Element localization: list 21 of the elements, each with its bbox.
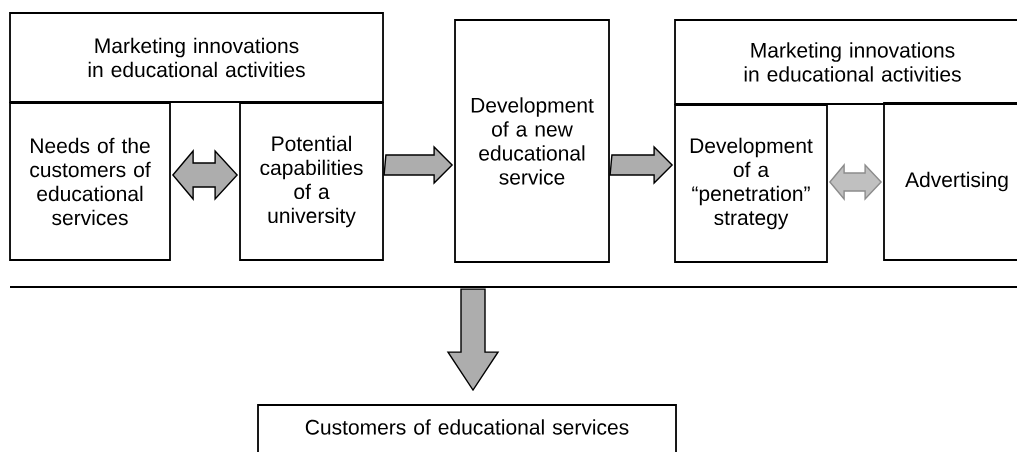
block-arrow bbox=[383, 145, 454, 185]
box-text: Needs of the customers of educational services bbox=[30, 137, 151, 226]
box-text: Customers of educational services bbox=[305, 419, 629, 435]
process-box bbox=[9, 12, 384, 103]
block-arrow bbox=[829, 163, 883, 201]
process-box bbox=[257, 404, 677, 452]
block-arrow bbox=[446, 288, 500, 392]
process-box bbox=[9, 102, 171, 261]
process-box bbox=[454, 19, 610, 263]
block-arrow bbox=[172, 149, 239, 201]
box-text: Marketing innovations in educational activities bbox=[88, 37, 305, 78]
process-box bbox=[239, 102, 384, 261]
box-text: Advertising bbox=[905, 171, 1008, 192]
process-box bbox=[674, 104, 828, 263]
box-text: Potential capabilities of a university bbox=[260, 135, 363, 228]
box-text: Development of a new educational service bbox=[471, 97, 594, 185]
process-box bbox=[883, 102, 1017, 261]
process-box bbox=[674, 19, 1017, 105]
box-text: Marketing innovations in educational activities bbox=[744, 42, 961, 82]
block-arrow bbox=[609, 145, 674, 185]
box-text: Development of a “penetration” strategy bbox=[690, 137, 813, 230]
